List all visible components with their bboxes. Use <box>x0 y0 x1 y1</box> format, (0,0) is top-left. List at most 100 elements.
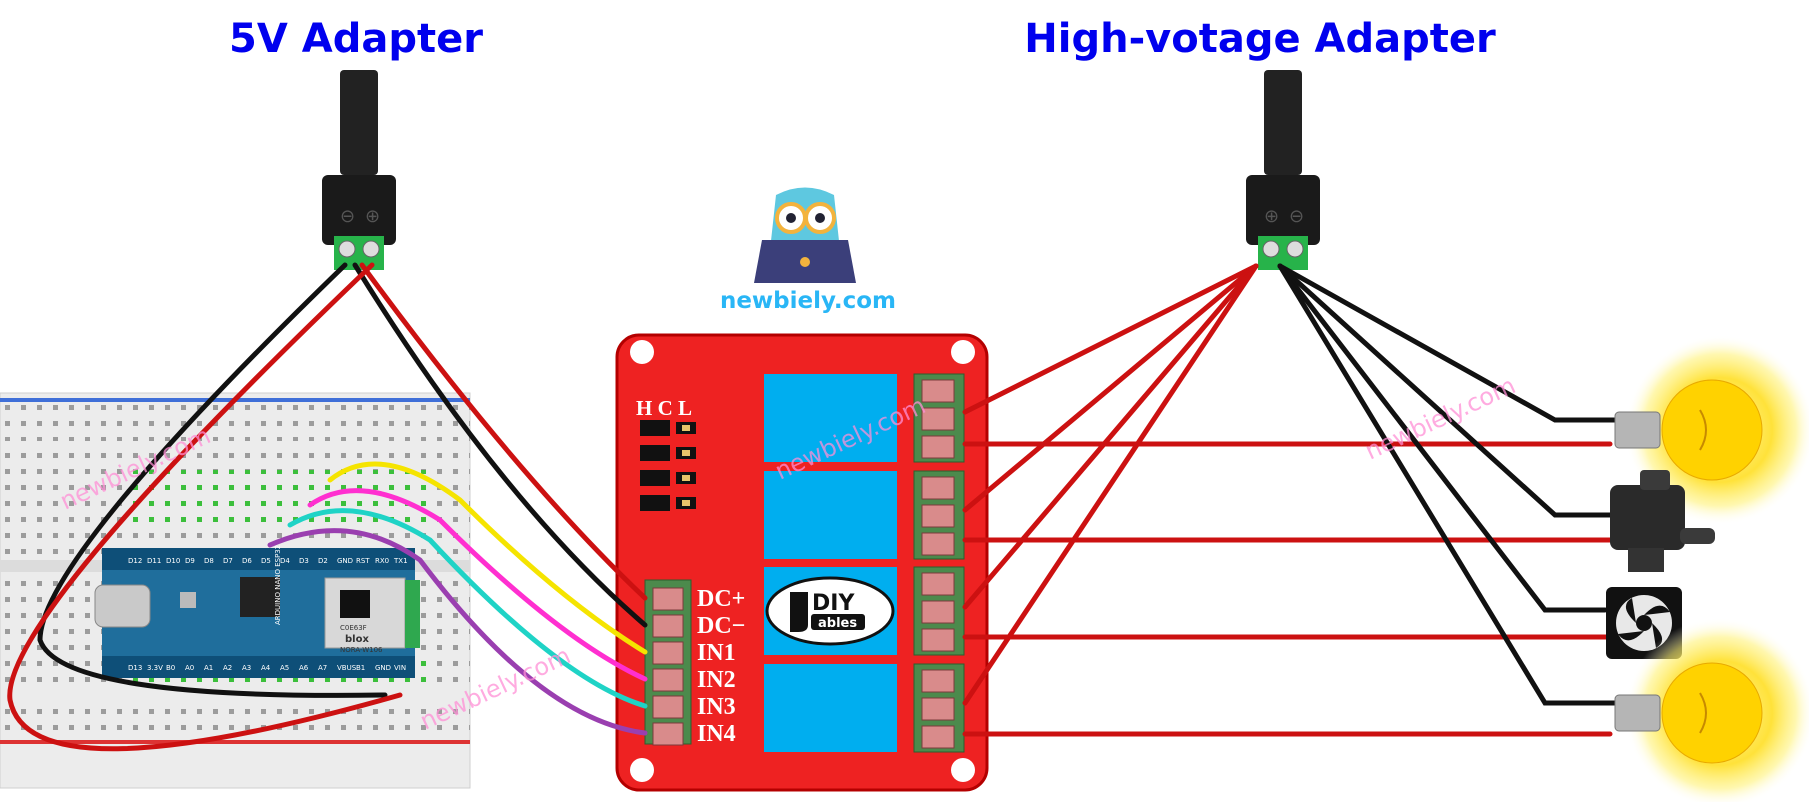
newbiely-owl-logo <box>754 187 856 283</box>
arduino-pin-label: B1 <box>356 664 365 672</box>
arduino-pin-label: A7 <box>318 664 327 672</box>
light-bulb-2 <box>1614 618 1809 802</box>
arduino-pin-label: D11 <box>147 557 161 565</box>
arduino-pin-label: RX0 <box>375 557 389 565</box>
arduino-pin-label: 3.3V <box>147 664 163 672</box>
watermark-3: newbiely.com <box>1361 371 1520 465</box>
arduino-pin-label: B0 <box>166 664 175 672</box>
terminal-screw <box>652 587 684 611</box>
title-high-voltage-adapter: High-votage Adapter <box>1024 16 1496 62</box>
terminal-screw <box>921 697 955 721</box>
arduino-pin-label: D12 <box>128 557 142 565</box>
arduino-pin-label: D4 <box>280 557 290 565</box>
mount-hole <box>630 340 654 364</box>
dc-jack-right: ⊕ ⊖ <box>1246 70 1320 270</box>
module-maker: blox <box>345 634 369 645</box>
relay-2 <box>764 471 897 559</box>
arduino-pin-label: GND <box>375 664 391 672</box>
wires-right <box>962 263 1618 737</box>
wire-in2 <box>307 488 648 682</box>
site-name: newbiely.com <box>720 288 896 314</box>
terminal-screw <box>652 695 684 719</box>
relay-pin-label: DC− <box>697 613 745 639</box>
terminal-screw <box>652 614 684 638</box>
arduino-pin-label: A0 <box>185 664 194 672</box>
diy-logo-bottom: ables <box>818 616 857 631</box>
terminal-screw <box>652 722 684 746</box>
terminal-screw <box>921 379 955 403</box>
arduino-pin-label: D6 <box>242 557 252 565</box>
terminal-screw <box>921 504 955 528</box>
arduino-pin-label: RST <box>356 557 370 565</box>
terminal-screw <box>921 628 955 652</box>
wire-dcplus <box>359 262 648 601</box>
terminal-screw <box>921 669 955 693</box>
qr-code <box>340 590 370 618</box>
arduino-pin-label: D5 <box>261 557 271 565</box>
water-pump <box>1610 470 1715 572</box>
diy-logo-top: DIY <box>812 591 855 616</box>
module-model: NORA-W106 <box>340 646 383 654</box>
arduino-pin-label: VBUS <box>337 664 357 672</box>
arduino-pin-label: A2 <box>223 664 232 672</box>
relay-pin-label: IN4 <box>697 721 736 747</box>
arduino-pin-label: A4 <box>261 664 271 672</box>
jumper-blocks <box>640 420 696 511</box>
relay-pin-label: IN1 <box>697 640 736 666</box>
relay-pin-label: IN2 <box>697 667 736 693</box>
wires-left <box>7 262 648 752</box>
relay-1 <box>764 374 897 462</box>
relay-4 <box>764 664 897 752</box>
relay-pin-label: DC+ <box>697 586 745 612</box>
plus-icon: ⊕ <box>1264 206 1279 227</box>
terminal-screw <box>921 572 955 596</box>
wire-vin <box>7 262 403 752</box>
arduino-pin-label: D13 <box>128 664 142 672</box>
arduino-pin-label: D9 <box>185 557 195 565</box>
arduino-pin-label: D2 <box>318 557 328 565</box>
module-code: C0E63F <box>340 624 367 632</box>
diyables-logo: DIY ables <box>765 576 895 646</box>
light-bulb-1 <box>1614 335 1809 525</box>
mount-hole <box>630 758 654 782</box>
arduino-pin-label: A3 <box>242 664 251 672</box>
reset-button[interactable] <box>180 592 196 608</box>
usb-c-port <box>94 584 151 628</box>
terminal-screw <box>921 476 955 500</box>
arduino-nano-esp32: C0E63F blox NORA-W106 ARDUINO NANO ESP32… <box>94 545 420 678</box>
terminal-screw <box>652 641 684 665</box>
arduino-pin-label: A5 <box>280 664 289 672</box>
arduino-pin-label: D8 <box>204 557 214 565</box>
chip <box>240 577 280 617</box>
arduino-pin-label: A6 <box>299 664 309 672</box>
arduino-pin-label: VIN <box>394 664 406 672</box>
wire-dcminus <box>352 262 648 628</box>
mount-hole <box>951 758 975 782</box>
terminal-screw <box>921 725 955 749</box>
terminal-screw <box>921 600 955 624</box>
terminal-screw <box>921 435 955 459</box>
terminal-screw <box>652 668 684 692</box>
arduino-pin-label: D3 <box>299 557 309 565</box>
minus-icon: ⊖ <box>1289 206 1304 227</box>
terminal-screw <box>921 407 955 431</box>
arduino-pin-label: GND <box>337 557 353 565</box>
arduino-pin-label: TX1 <box>393 557 408 565</box>
jumper-header-label: H C L <box>636 396 692 420</box>
wire-in4 <box>267 528 648 736</box>
dc-jack-left: ⊖ ⊕ <box>322 70 396 270</box>
plus-icon: ⊕ <box>365 206 380 227</box>
wire-in3 <box>287 508 648 709</box>
mount-hole <box>951 340 975 364</box>
terminal-screw <box>921 532 955 556</box>
arduino-pin-label: D10 <box>166 557 180 565</box>
relay-pin-label: IN3 <box>697 694 736 720</box>
title-5v-adapter: 5V Adapter <box>229 16 483 62</box>
wire-gnd <box>37 262 388 698</box>
minus-icon: ⊖ <box>340 206 355 227</box>
wire-in1 <box>327 461 648 655</box>
